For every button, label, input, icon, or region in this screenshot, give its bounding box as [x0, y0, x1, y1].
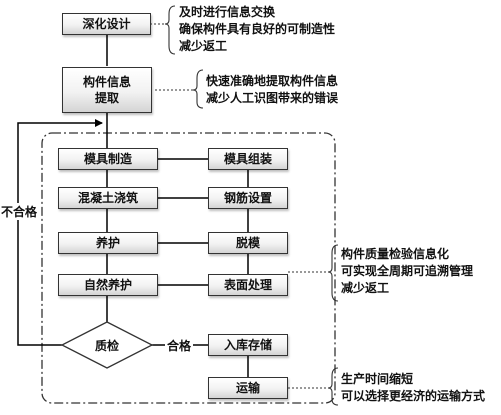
- rebar-box: 钢筋设置: [208, 187, 288, 209]
- mold-assemble-box: 模具组装: [208, 148, 288, 170]
- brace-info: [192, 69, 204, 109]
- natural-cure-box: 自然养护: [58, 274, 158, 296]
- note-transport: 生产时间缩短 可以选择更经济的运输方式: [341, 371, 485, 405]
- note-quality-line-1: 构件质量检验信息化: [341, 247, 450, 261]
- note-info: 快速准确地提取构件信息 减少人工识图带来的错误: [206, 73, 338, 107]
- note-design-line-3: 减少返工: [179, 39, 228, 53]
- note-design: 及时进行信息交换 确保构件具有良好的可制造性 减少返工: [179, 4, 335, 55]
- transport-box: 运输: [208, 377, 288, 399]
- note-quality-line-2: 可实现全周期可追溯管理: [341, 264, 474, 278]
- note-quality: 构件质量检验信息化 可实现全周期可追溯管理 减少返工: [341, 246, 473, 297]
- brace-quality: [327, 244, 339, 302]
- brace-transport: [327, 367, 339, 406]
- mold-make-box: 模具制造: [58, 148, 158, 170]
- note-design-line-2: 确保构件具有良好的可制造性: [179, 22, 336, 36]
- info-box-line-2: 提取: [94, 91, 119, 105]
- fail-label: 不合格: [1, 203, 38, 220]
- brace-design: [164, 5, 176, 55]
- note-transport-line-1: 生产时间缩短: [341, 372, 414, 386]
- info-box: 构件信息 提取: [62, 67, 152, 113]
- demold-box: 脱模: [208, 232, 288, 254]
- surface-box: 表面处理: [208, 274, 288, 296]
- note-info-line-2: 减少人工识图带来的错误: [206, 91, 339, 105]
- design-box: 深化设计: [62, 13, 151, 35]
- info-box-line-1: 构件信息: [82, 75, 131, 89]
- note-quality-line-3: 减少返工: [341, 281, 390, 295]
- storage-box: 入库存储: [208, 334, 288, 356]
- qc-label: 质检: [94, 339, 119, 353]
- fail-loop: [17, 119, 103, 346]
- pour-box: 混凝土浇筑: [58, 187, 158, 209]
- note-info-line-1: 快速准确地提取构件信息: [206, 74, 339, 88]
- note-design-line-1: 及时进行信息交换: [179, 5, 276, 19]
- pass-label: 合格: [165, 337, 194, 354]
- qc-diamond: [60, 321, 154, 369]
- cure-box: 养护: [58, 232, 158, 254]
- production-region: [41, 132, 336, 404]
- note-transport-line-2: 可以选择更经济的运输方式: [341, 389, 486, 403]
